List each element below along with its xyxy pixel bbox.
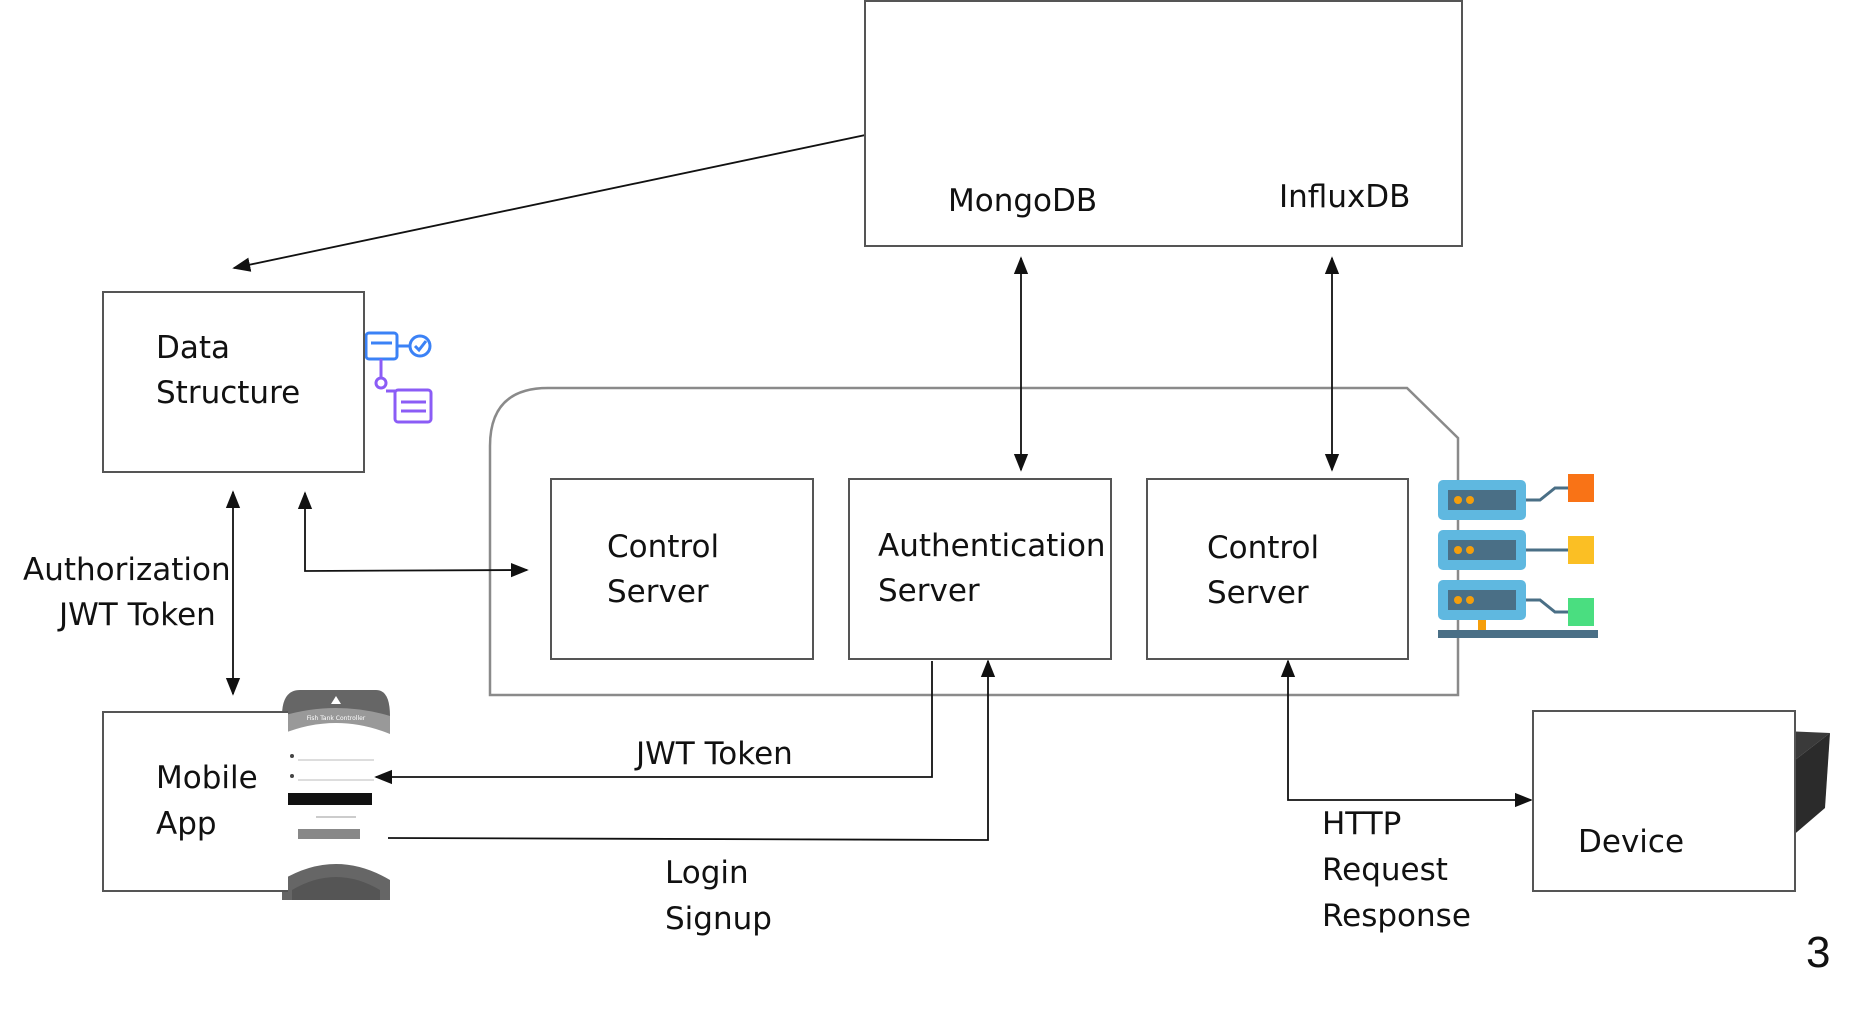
device-label: Device bbox=[1578, 824, 1685, 860]
mobile-app-label-line2: App bbox=[156, 806, 217, 842]
edge-datastructure-controlserver bbox=[297, 491, 529, 578]
signup-label: Signup bbox=[665, 901, 772, 937]
data-structure-label-line2: Structure bbox=[156, 375, 301, 411]
mobile-app-screenshot: Fish Tank Controller bbox=[282, 690, 390, 900]
mobile-app-box bbox=[102, 711, 288, 892]
authentication-server-label-line1: Authentication bbox=[878, 528, 1106, 564]
database-panel bbox=[864, 0, 1463, 247]
device-box bbox=[1532, 710, 1796, 892]
http-label: HTTP bbox=[1322, 806, 1402, 842]
server-rack-network-icon bbox=[1438, 474, 1598, 638]
authorization-label-line1: Authorization bbox=[23, 552, 231, 588]
edge-mobileapp-authserver-login bbox=[387, 659, 996, 841]
control-server-left-box bbox=[550, 478, 814, 660]
authorization-label-line2: JWT Token bbox=[59, 597, 216, 633]
response-label: Response bbox=[1322, 898, 1471, 934]
control-server-left-label-line2: Server bbox=[607, 574, 709, 610]
edge-controlserver-device bbox=[1280, 659, 1533, 808]
authentication-server-label-line2: Server bbox=[878, 573, 980, 609]
mongodb-label: MongoDB bbox=[948, 183, 1098, 219]
control-server-right-label-line1: Control bbox=[1207, 530, 1320, 566]
jwt-token-label: JWT Token bbox=[636, 736, 793, 772]
page-number: 3 bbox=[1806, 928, 1831, 977]
control-server-right-label-line2: Server bbox=[1207, 575, 1309, 611]
edge-authserver-mobileapp-jwt bbox=[374, 661, 933, 785]
login-label: Login bbox=[665, 855, 749, 891]
influxdb-label: InfluxDB bbox=[1279, 179, 1411, 215]
control-server-right-box bbox=[1146, 478, 1409, 660]
mobile-app-screenshot-title: Fish Tank Controller bbox=[307, 715, 366, 722]
data-structure-box bbox=[102, 291, 365, 473]
mobile-app-label-line1: Mobile bbox=[156, 760, 258, 796]
authentication-server-box bbox=[848, 478, 1112, 660]
edge-datastructure-mongodb bbox=[232, 117, 934, 272]
data-structure-label-line1: Data bbox=[156, 330, 231, 366]
request-label: Request bbox=[1322, 852, 1448, 888]
control-server-left-label-line1: Control bbox=[607, 529, 720, 565]
